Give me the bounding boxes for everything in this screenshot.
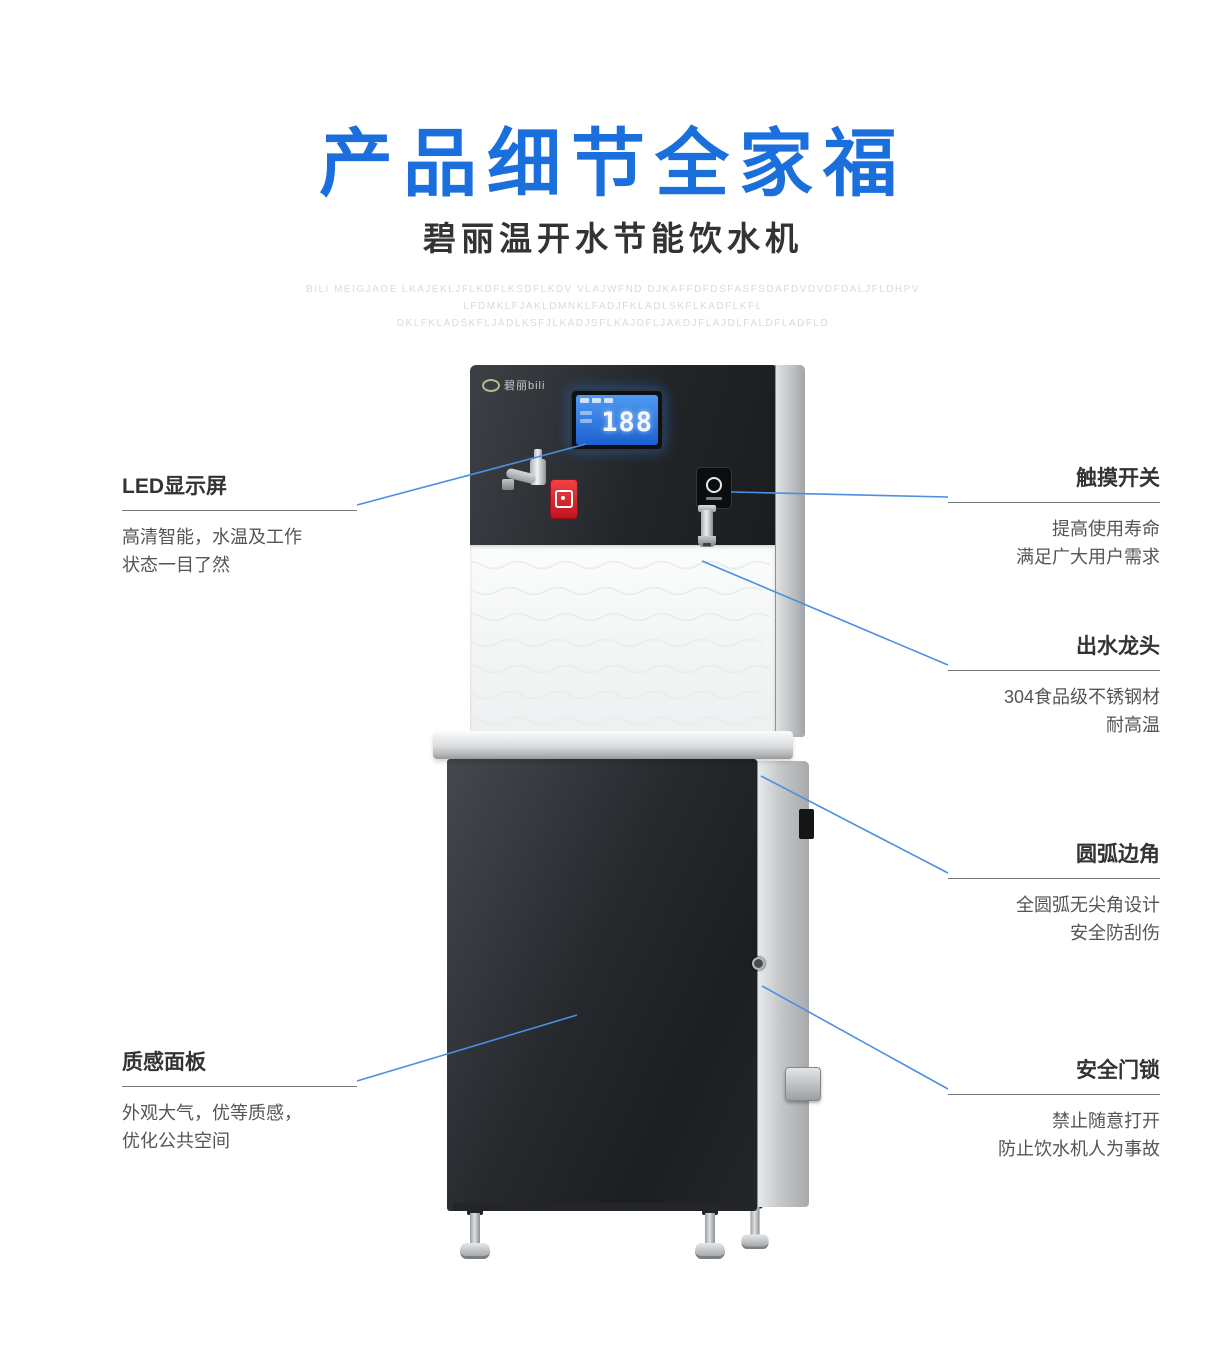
- callout-title: 出水龙头: [948, 630, 1160, 671]
- upper-unit-side-panel: [775, 365, 805, 737]
- callout-desc-line: 满足广大用户需求: [1016, 547, 1160, 567]
- page-subtitle: 碧丽温开水节能饮水机: [423, 220, 803, 257]
- callout-desc-line: 外观大气，优等质感，: [122, 1103, 302, 1123]
- callout-desc-line: 防止饮水机人为事故: [998, 1139, 1160, 1159]
- control-panel: 碧丽bili 188: [470, 365, 775, 547]
- callout-touch-switch: 触摸开关 提高使用寿命 满足广大用户需求: [948, 462, 1160, 571]
- callout-desc: 外观大气，优等质感， 优化公共空间: [122, 1099, 357, 1155]
- adjustable-foot-right: [694, 1205, 726, 1263]
- red-press-button: [550, 479, 578, 519]
- wave-texture: [470, 560, 771, 726]
- led-display-reading: 188: [601, 407, 653, 438]
- callout-led-display: LED显示屏 高清智能，水温及工作 状态一目了然: [122, 470, 357, 579]
- faucet-nozzle: [502, 479, 514, 490]
- dispenser-upper-unit: 碧丽bili 188: [470, 365, 805, 737]
- upper-unit-textured-panel: [470, 545, 775, 737]
- outlet-mount: [698, 505, 716, 512]
- callout-desc: 提高使用寿命 满足广大用户需求: [948, 515, 1160, 571]
- led-display: 188: [570, 389, 664, 451]
- callout-desc-line: 优化公共空间: [122, 1131, 230, 1151]
- outlet-nozzle: [698, 536, 716, 547]
- callout-title: 触摸开关: [948, 462, 1160, 503]
- callout-desc-line: 全圆弧无尖角设计: [1016, 895, 1160, 915]
- cabinet-door-panel: [447, 759, 757, 1211]
- cabinet-base-shadow: [453, 1203, 753, 1211]
- led-display-screen: 188: [576, 395, 658, 445]
- brand-logo-icon: [482, 378, 500, 392]
- callout-rounded-corner: 圆弧边角 全圆弧无尖角设计 安全防刮伤: [948, 838, 1160, 947]
- water-outlet-faucet: [690, 505, 724, 553]
- stainless-counter-tray: [433, 731, 793, 759]
- callout-desc: 全圆弧无尖角设计 安全防刮伤: [948, 891, 1160, 947]
- callout-desc-line: 安全防刮伤: [1070, 923, 1160, 943]
- touch-switch-label-bar: [706, 496, 722, 500]
- led-display-labels: [580, 411, 592, 423]
- callout-title: LED显示屏: [122, 470, 357, 511]
- touch-switch-icon: [706, 476, 722, 493]
- door-handle: [785, 1067, 821, 1101]
- callout-desc: 高清智能，水温及工作 状态一目了然: [122, 523, 357, 579]
- watermark-line: DKLFKLADSKFLJADLKSFJLKADJSFLKAJDFLJAKDJF…: [396, 318, 830, 329]
- brand-logo-text: 碧丽bili: [504, 380, 546, 392]
- callout-desc-line: 高清智能，水温及工作: [122, 527, 302, 547]
- callout-title: 质感面板: [122, 1046, 357, 1087]
- brand-logo: 碧丽bili: [482, 377, 545, 393]
- cabinet-side-vent: [799, 809, 814, 839]
- page-title: 产品细节全家福: [319, 122, 907, 205]
- callout-desc-line: 304食品级不锈钢材: [1003, 687, 1160, 707]
- callout-desc: 304食品级不锈钢材 耐高温: [948, 683, 1160, 739]
- watermark-line: BILI MEIGJAOE LKAJEKLJFLKDFLKSDFLKDV VLA…: [306, 284, 920, 295]
- callout-safety-lock: 安全门锁 禁止随意打开 防止饮水机人为事故: [948, 1054, 1160, 1163]
- callout-desc-line: 禁止随意打开: [1052, 1111, 1160, 1131]
- dispenser-lower-cabinet: [447, 759, 822, 1211]
- led-display-status-bar: [580, 398, 613, 403]
- callout-water-faucet: 出水龙头 304食品级不锈钢材 耐高温: [948, 630, 1160, 739]
- callout-textured-panel: 质感面板 外观大气，优等质感， 优化公共空间: [122, 1046, 357, 1155]
- callout-desc-line: 状态一目了然: [122, 555, 230, 575]
- press-button-icon: [555, 490, 573, 508]
- outlet-body: [701, 510, 713, 538]
- touch-switch-panel: [696, 467, 732, 509]
- callout-desc-line: 提高使用寿命: [1052, 519, 1160, 539]
- callout-desc: 禁止随意打开 防止饮水机人为事故: [948, 1107, 1160, 1163]
- outlet-hole: [703, 543, 711, 546]
- door-lock: [752, 957, 765, 970]
- adjustable-foot-left: [459, 1205, 491, 1263]
- callout-title: 安全门锁: [948, 1054, 1160, 1095]
- hot-water-faucet: [500, 449, 552, 507]
- callout-title: 圆弧边角: [948, 838, 1160, 879]
- callout-desc-line: 耐高温: [1106, 715, 1160, 735]
- watermark-line: LFDMKLFJAKLDMNKLFADJFKLADLSKFLKADFLKFL: [463, 301, 763, 312]
- watermark-text: BILI MEIGJAOE LKAJEKLJFLKDFLKSDFLKDV VLA…: [0, 281, 1226, 332]
